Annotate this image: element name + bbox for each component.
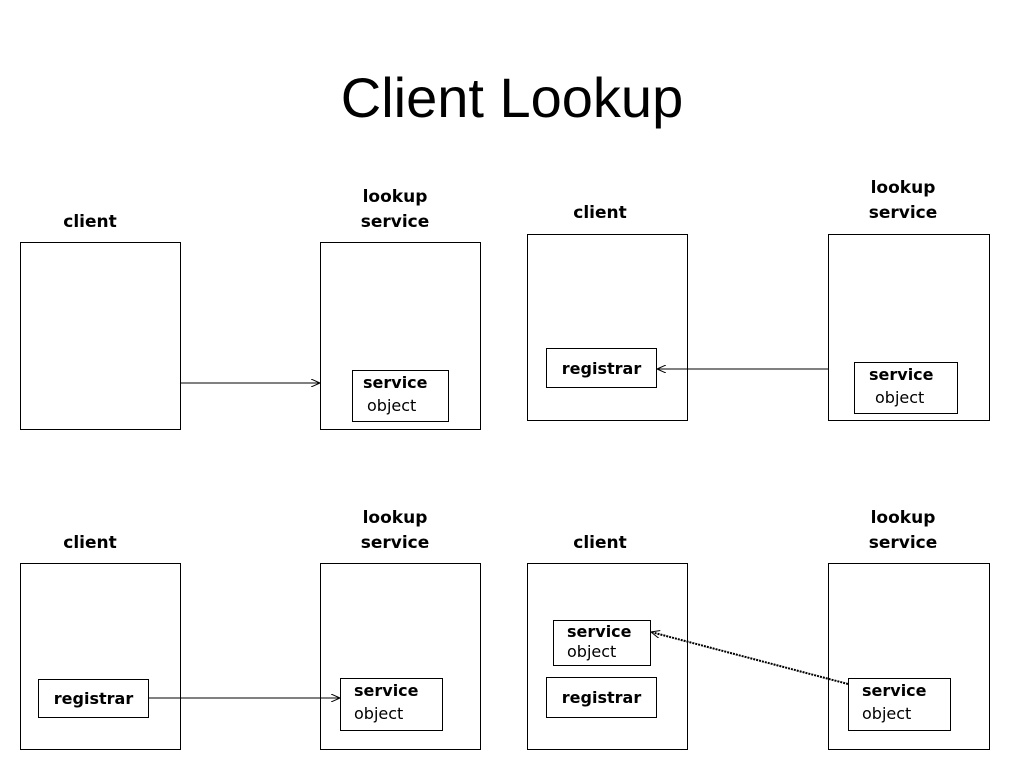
service-object: service object (848, 678, 951, 731)
service-object-line1: service (354, 681, 419, 700)
client-box (527, 234, 688, 421)
client-box (20, 563, 181, 750)
service-object: service object (340, 678, 443, 731)
service-object-line2: object (354, 704, 404, 723)
lookup-service-label: service (360, 533, 430, 553)
lookup-service-label: service (360, 212, 430, 232)
service-object-line2: object (862, 704, 912, 723)
lookup-label: lookup (870, 178, 936, 198)
service-object-line2: object (367, 396, 417, 415)
registrar-label: registrar (53, 689, 134, 708)
client-label: client (573, 533, 627, 553)
slide-title: Client Lookup (340, 66, 684, 129)
registrar-box: registrar (38, 679, 149, 718)
service-object-line2: object (875, 388, 925, 407)
client-box (20, 242, 181, 430)
client-label: client (63, 533, 117, 553)
registrar-label: registrar (561, 688, 642, 707)
service-object-line1: service (363, 373, 428, 392)
service-object-line1: service (869, 365, 934, 384)
lookup-service-label: service (868, 203, 938, 223)
service-object-line1: service (862, 681, 927, 700)
service-object: service object (352, 370, 449, 422)
client-service-object-line1: service (567, 622, 632, 641)
client-label: client (573, 203, 627, 223)
lookup-label: lookup (362, 187, 428, 207)
registrar-label: registrar (561, 358, 642, 378)
client-service-object-line2: object (567, 642, 617, 661)
registrar-box: registrar (546, 348, 657, 388)
registrar-box: registrar (546, 677, 657, 718)
client-service-object: service object (553, 620, 651, 666)
lookup-service-label: service (868, 533, 938, 553)
lookup-label: lookup (362, 508, 428, 528)
service-object: service object (854, 362, 958, 414)
lookup-label: lookup (870, 508, 936, 528)
client-label: client (63, 212, 117, 232)
